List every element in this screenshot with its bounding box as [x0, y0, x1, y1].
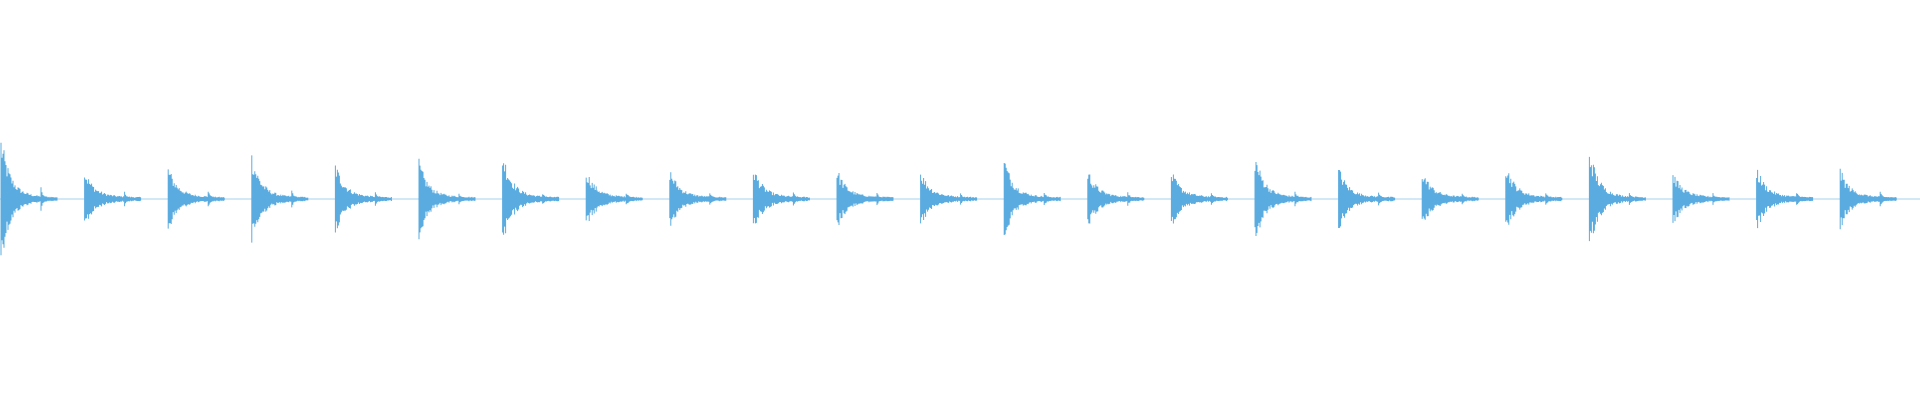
waveform-transient [920, 174, 978, 224]
waveform-ghost-note [1043, 193, 1051, 205]
waveform-ghost-note [1545, 193, 1553, 205]
waveform-hit [0, 142, 58, 256]
waveform-ghost-note [1378, 192, 1386, 206]
waveform-transient [502, 163, 560, 235]
waveform-hit [920, 174, 978, 224]
waveform-transient [1003, 163, 1061, 235]
waveform-transient [1588, 156, 1646, 242]
waveform-transient [1254, 162, 1312, 236]
waveform-hit [1087, 174, 1145, 224]
waveform-hit [1505, 173, 1563, 225]
waveform-transient [334, 165, 392, 233]
waveform-hit [84, 177, 142, 221]
waveform-hit [251, 155, 309, 243]
waveform-ghost-note [207, 191, 215, 207]
waveform-hit [1254, 162, 1312, 236]
waveform-transient [1421, 178, 1479, 220]
waveform-transient [251, 155, 309, 243]
waveform-hit [1672, 175, 1730, 223]
waveform-ghost-note [458, 193, 466, 205]
waveform-hit [418, 158, 476, 240]
waveform-ghost-note [542, 194, 550, 204]
waveform-hit [502, 163, 560, 235]
waveform-transient [1087, 174, 1145, 224]
waveform-transient [1672, 175, 1730, 223]
waveform-transient [669, 172, 727, 226]
waveform-ghost-note [792, 192, 800, 206]
waveform-hit [1003, 163, 1061, 235]
waveform-transient [1505, 173, 1563, 225]
waveform-transient [585, 177, 643, 221]
waveform-hit [1170, 174, 1228, 224]
waveform-transient [167, 169, 225, 229]
waveform-hit [334, 165, 392, 233]
waveform-ghost-note [1879, 191, 1887, 207]
waveform-ghost-note [40, 187, 48, 211]
waveform-transient [836, 173, 894, 225]
waveform-ghost-note [1127, 192, 1135, 206]
waveform-transient [418, 158, 476, 240]
waveform-hit [669, 172, 727, 226]
waveform-hit [752, 174, 810, 224]
waveform-hit [1839, 168, 1897, 230]
waveform-hit [585, 177, 643, 221]
waveform-ghost-note [625, 193, 633, 205]
waveform-hit [1338, 170, 1396, 228]
waveform-transient [1170, 174, 1228, 224]
waveform-ghost-note [960, 193, 968, 205]
waveform-transient [752, 174, 810, 224]
waveform-hit [1588, 156, 1646, 242]
waveform-ghost-note [291, 190, 299, 208]
waveform-ghost-note [1796, 193, 1804, 205]
waveform-ghost-note [1210, 193, 1218, 205]
waveform-ghost-note [709, 193, 717, 205]
waveform-hits [0, 142, 1897, 256]
waveform-transient [84, 177, 142, 221]
waveform-transient [1338, 170, 1396, 228]
waveform-hit [167, 169, 225, 229]
waveform-ghost-note [374, 192, 382, 206]
waveform-transient [0, 142, 58, 256]
waveform-ghost-note [1712, 193, 1720, 205]
waveform-ghost-note [1294, 191, 1302, 207]
waveform-transient [1756, 169, 1814, 229]
waveform-ghost-note [876, 193, 884, 205]
waveform-hit [1421, 178, 1479, 220]
waveform-ghost-note [1461, 193, 1469, 205]
waveform-ghost-note [124, 191, 132, 207]
waveform-hit [836, 173, 894, 225]
waveform-hit [1756, 169, 1814, 229]
waveform-transient [1839, 168, 1897, 230]
waveform-ghost-note [1628, 193, 1636, 205]
